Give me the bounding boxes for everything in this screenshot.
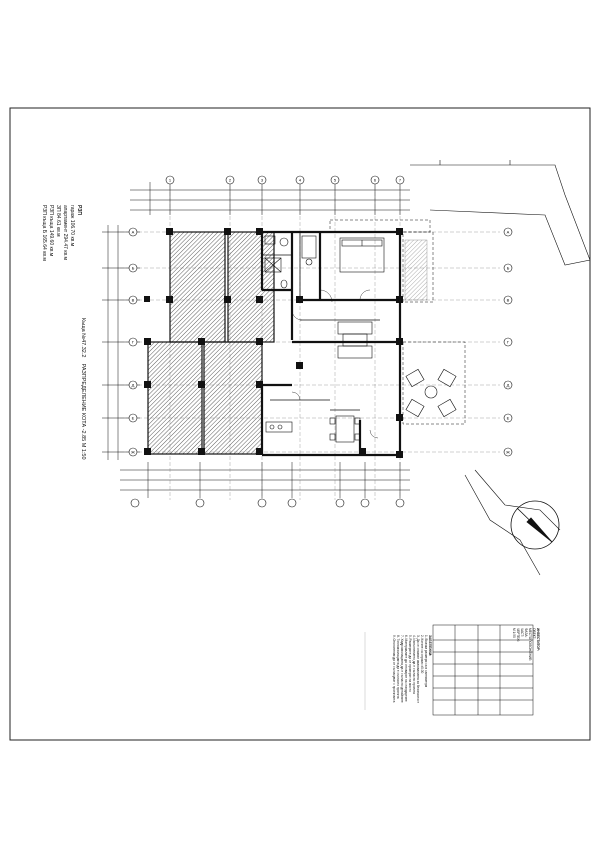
axis-label-row: Ж bbox=[131, 450, 135, 455]
terrace bbox=[329, 219, 466, 425]
axis-label-row: Е bbox=[132, 416, 135, 421]
axis-label-column: 2 bbox=[229, 178, 232, 183]
area-line-5: РЗП къща Б 165.64 кв.м bbox=[41, 205, 47, 261]
terrace-chairs bbox=[405, 368, 457, 418]
axis-label-column: 7 bbox=[399, 178, 402, 183]
axis-bubbles-right bbox=[503, 227, 513, 457]
area-line-3: ЗП 84.61 кв.м bbox=[55, 205, 61, 237]
drawing-title: Кьща №47.32.2 РАЗПРЕДЕЛЕНИЕ КОТА -2.85 М… bbox=[79, 318, 86, 460]
bathroom-fixtures bbox=[264, 235, 317, 289]
axis-label-row: Ж bbox=[506, 450, 510, 455]
dining-set bbox=[329, 415, 361, 443]
note-item: 3. Да се спазват изискванията за безопас… bbox=[416, 635, 420, 704]
axis-label-row: А bbox=[507, 230, 510, 235]
drawing-subheading: Кьща №47.32.2 bbox=[80, 318, 86, 358]
axis-label-row: В bbox=[507, 298, 510, 303]
north-arrow-icon bbox=[510, 500, 560, 550]
axis-label-row: Б bbox=[132, 266, 135, 271]
axis-bubbles-top bbox=[165, 175, 405, 185]
stamp-row: ЧАСТ: bbox=[520, 628, 524, 638]
stamp-row: М 1:50 bbox=[512, 628, 516, 638]
access-road bbox=[410, 160, 591, 576]
stamp-table bbox=[432, 624, 534, 716]
axis-label-column: 1 bbox=[169, 178, 172, 183]
axis-label-row: Д bbox=[507, 383, 510, 388]
axis-label-row: В bbox=[132, 298, 135, 303]
axis-label-column: 5 bbox=[334, 178, 337, 183]
hatched-zone-upper-mid bbox=[227, 231, 275, 343]
axis-label-row: Д bbox=[132, 383, 135, 388]
axis-label-row: А bbox=[132, 230, 135, 235]
stamp-header: ИНВЕСТИТОР: bbox=[536, 628, 540, 651]
note-item: 4. Изпълнението да е съгласно проекта bbox=[412, 635, 416, 694]
stamp-row: ЧЕРТЕЖ: bbox=[516, 628, 520, 643]
area-line-2: апартамент 294.47 кв.м bbox=[62, 205, 68, 260]
drawing-heading: РАЗПРЕДЕЛЕНИЕ КОТА -2.85 М 1:50 bbox=[80, 363, 86, 460]
note-item: 2. Котите са спрямо ±0.00 bbox=[420, 635, 424, 674]
axis-label-column: 4 bbox=[299, 178, 302, 183]
floor-plan bbox=[102, 160, 591, 576]
stamp-text: ИНВЕСТИТОР: ОБЕКТ: МЕСТОПОЛОЖЕНИЕ: ФАЗА:… bbox=[512, 628, 540, 661]
note-item: 7. Хидроизолацията да е съгласно детайли… bbox=[400, 635, 404, 703]
rzp-label: РЗП bbox=[76, 205, 82, 215]
note-item: 1. Всички размери са в сантиметри bbox=[424, 635, 428, 688]
axis-label-row: Г bbox=[507, 340, 510, 345]
axis-bubbles-bottom bbox=[130, 498, 405, 508]
notes-header: ЗАБЕЛЕЖКИ: bbox=[428, 635, 432, 657]
sheet-frame bbox=[9, 107, 591, 741]
dimension-lines-top bbox=[130, 182, 410, 215]
walls bbox=[260, 230, 402, 457]
axis-label-row: Г bbox=[132, 340, 135, 345]
axis-bubbles-left bbox=[128, 227, 138, 457]
area-line-4: РЗП къща 149.60 кв.м bbox=[48, 205, 54, 257]
hatched-zone-upper-left bbox=[169, 231, 226, 343]
axis-label-column: 6 bbox=[374, 178, 377, 183]
dimension-lines-bottom bbox=[120, 462, 410, 498]
area-line-1: гараж 106.70 кв.м bbox=[69, 205, 75, 247]
hatched-zone-lower-mid bbox=[203, 341, 263, 455]
area-summary: РЗП гараж 106.70 кв.м апартамент 294.47 … bbox=[40, 205, 82, 261]
notes-block: ЗАБЕЛЕЖКИ: 1. Всички размери са в сантим… bbox=[392, 635, 432, 703]
axis-label-column: 3 bbox=[261, 178, 264, 183]
axis-label-row: Б bbox=[507, 266, 510, 271]
note-item: 9. Отклонения да се съгласуват с проекта… bbox=[392, 635, 396, 703]
living-furniture bbox=[337, 321, 373, 359]
kitchen-counter bbox=[265, 421, 293, 433]
bed bbox=[339, 237, 385, 273]
hatched-zone-lower-left bbox=[147, 341, 203, 455]
columns bbox=[144, 228, 403, 458]
note-item: 6. Материалите да отговарят на стандарти… bbox=[404, 635, 408, 702]
planter bbox=[404, 239, 428, 301]
door-swings bbox=[291, 289, 379, 439]
note-item: 8. Топлоизолацията да е съгласно проекта bbox=[396, 635, 400, 699]
stamp-row: МЕСТОПОЛОЖЕНИЕ: bbox=[528, 628, 532, 662]
axis-label-row: Е bbox=[507, 416, 510, 421]
